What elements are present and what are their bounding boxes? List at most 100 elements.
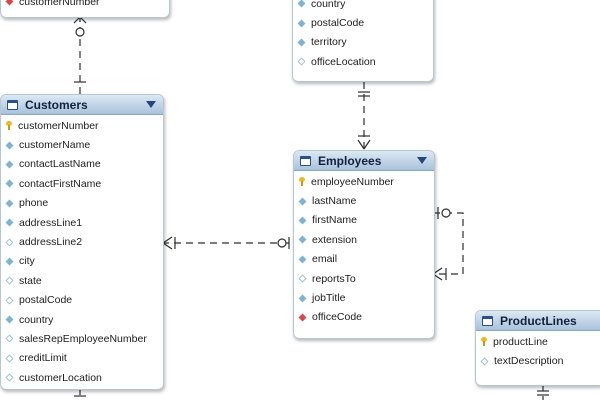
attribute-row[interactable]: extension (294, 230, 434, 249)
attribute-row[interactable]: phone (1, 194, 163, 213)
attribute-row[interactable]: textDescription (476, 351, 600, 370)
entity-top-right[interactable]: country postalCode territory officeLocat… (292, 0, 434, 82)
attribute-row[interactable]: country (1, 310, 163, 329)
attribute-label: employeeNumber (311, 175, 394, 188)
entity-title: ProductLines (500, 313, 577, 328)
attribute-row[interactable]: employeeNumber (294, 172, 434, 191)
attribute-list: employeeNumber lastName firstName extens… (294, 171, 434, 327)
collapse-arrow-icon[interactable] (146, 101, 156, 108)
attribute-row[interactable]: lastName (294, 191, 434, 210)
entity-employees[interactable]: Employees employeeNumber lastName firstN… (293, 150, 435, 339)
attribute-row[interactable]: customerName (1, 135, 163, 154)
attribute-row[interactable]: creditLimit (1, 349, 163, 368)
nullable-column-icon (5, 296, 14, 305)
zero-marker (75, 27, 85, 37)
entity-productlines[interactable]: ProductLines productLine textDescription (475, 310, 600, 386)
collapse-arrow-icon[interactable] (417, 157, 427, 164)
attribute-row[interactable]: city (1, 252, 163, 271)
column-icon (297, 0, 306, 8)
nullable-column-icon (5, 373, 14, 382)
attribute-row[interactable]: customerNumber (1, 116, 163, 135)
attribute-label: customerName (19, 139, 91, 152)
attribute-label: salesRepEmployeeNumber (19, 332, 147, 345)
table-icon (7, 99, 18, 110)
primary-key-icon (299, 177, 305, 187)
attribute-label: jobTitle (312, 292, 346, 305)
entity-top-left[interactable]: customerNumber (0, 0, 170, 18)
attribute-label: textDescription (494, 355, 564, 368)
entity-customers[interactable]: Customers customerNumber customerName co… (0, 94, 164, 390)
attribute-row[interactable]: email (294, 250, 434, 269)
zero-marker (441, 208, 451, 218)
attribute-row[interactable]: country (293, 0, 433, 13)
attribute-row[interactable]: state (1, 271, 163, 290)
attribute-row[interactable]: postalCode (1, 291, 163, 310)
attribute-list: customerNumber (1, 0, 169, 11)
crowfoot-marker (79, 16, 87, 24)
attribute-label: customerLocation (19, 371, 102, 384)
entity-title: Customers (25, 97, 88, 112)
attribute-label: firstName (312, 214, 357, 227)
attribute-label: lastName (312, 195, 357, 208)
attribute-list: country postalCode territory officeLocat… (293, 0, 433, 72)
column-icon (297, 38, 306, 47)
attribute-label: postalCode (311, 17, 365, 30)
attribute-label: contactLastName (19, 158, 101, 171)
attribute-label: country (311, 0, 346, 10)
attribute-row[interactable]: contactFirstName (1, 174, 163, 193)
attribute-row[interactable]: productLine (476, 332, 600, 351)
primary-key-icon (6, 121, 12, 131)
attribute-row[interactable]: customerLocation (1, 368, 163, 387)
attribute-row[interactable]: officeLocation (293, 52, 433, 71)
attribute-label: customerNumber (18, 119, 99, 132)
column-icon (5, 315, 14, 324)
crowfoot-marker (162, 242, 173, 250)
attribute-label: officeLocation (311, 55, 376, 68)
attribute-row[interactable]: contactLastName (1, 155, 163, 174)
nullable-column-icon (480, 357, 489, 366)
column-icon (298, 216, 307, 225)
attribute-label: state (19, 274, 42, 287)
crowfoot-marker (162, 236, 173, 244)
attribute-label: phone (19, 197, 49, 210)
connector-employees-self (433, 212, 464, 275)
nullable-column-icon (5, 238, 14, 246)
crowfoot-marker (357, 139, 365, 150)
table-icon (482, 315, 493, 326)
column-icon (298, 197, 307, 206)
attribute-list: productLine textDescription (476, 331, 600, 371)
attribute-row[interactable]: firstName (294, 211, 434, 230)
column-icon (298, 235, 307, 244)
attribute-row[interactable]: addressLine2 (1, 232, 163, 251)
foreign-key-icon (5, 0, 14, 6)
attribute-row[interactable]: reportsTo (294, 269, 434, 288)
attribute-row[interactable]: territory (293, 33, 433, 52)
attribute-label: officeCode (312, 311, 363, 324)
entity-header[interactable]: Employees (294, 151, 434, 171)
attribute-label: city (19, 255, 35, 268)
attribute-label: contactFirstName (19, 177, 102, 190)
column-icon (298, 294, 307, 302)
attribute-label: extension (312, 233, 357, 246)
attribute-row[interactable]: addressLine1 (1, 213, 163, 232)
column-icon (5, 218, 14, 227)
nullable-column-icon (298, 274, 307, 283)
column-icon (5, 257, 14, 266)
zero-marker (277, 238, 287, 248)
crowfoot-marker (73, 16, 81, 24)
attribute-row[interactable]: postalCode (293, 13, 433, 32)
attribute-label: postalCode (19, 294, 73, 307)
entity-header[interactable]: Customers (1, 95, 163, 115)
attribute-row[interactable]: officeCode (294, 308, 434, 327)
column-icon (5, 141, 14, 150)
attribute-row[interactable]: jobTitle (294, 288, 434, 307)
nullable-column-icon (297, 57, 306, 66)
attribute-label: email (312, 253, 338, 266)
column-icon (5, 160, 14, 169)
entity-header[interactable]: ProductLines (476, 311, 600, 331)
crowfoot-marker (363, 139, 371, 150)
nullable-column-icon (5, 276, 14, 285)
attribute-row[interactable]: salesRepEmployeeNumber (1, 329, 163, 348)
attribute-label: addressLine2 (19, 236, 83, 249)
attribute-row[interactable]: customerNumber (1, 0, 169, 11)
